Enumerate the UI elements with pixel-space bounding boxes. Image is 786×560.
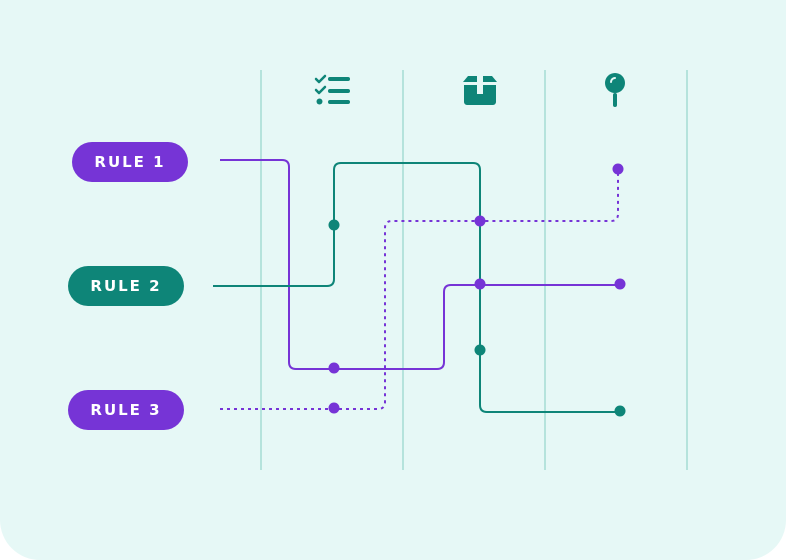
rule-1-node: [474, 278, 486, 290]
rule-3-badge[interactable]: RULE 3: [68, 390, 184, 430]
rule-2-node: [328, 219, 340, 231]
rule-1-node: [614, 278, 626, 290]
rule-1-path: [220, 159, 620, 370]
rule-3-node: [474, 215, 486, 227]
rule-1-badge[interactable]: RULE 1: [72, 142, 188, 182]
column-dividers: [260, 70, 688, 470]
rule-2-path: [213, 162, 620, 413]
rule-2-node: [474, 344, 486, 356]
rule-3-node: [612, 163, 624, 175]
rule-2-badge[interactable]: RULE 2: [68, 266, 184, 306]
pin-icon: [605, 73, 625, 107]
package-icon: [463, 76, 497, 105]
rule-3-path: [220, 170, 619, 410]
rule-1-node: [328, 362, 340, 374]
rule-3-node: [328, 402, 340, 414]
rule-2-node: [614, 405, 626, 417]
checklist-icon: [314, 74, 350, 105]
